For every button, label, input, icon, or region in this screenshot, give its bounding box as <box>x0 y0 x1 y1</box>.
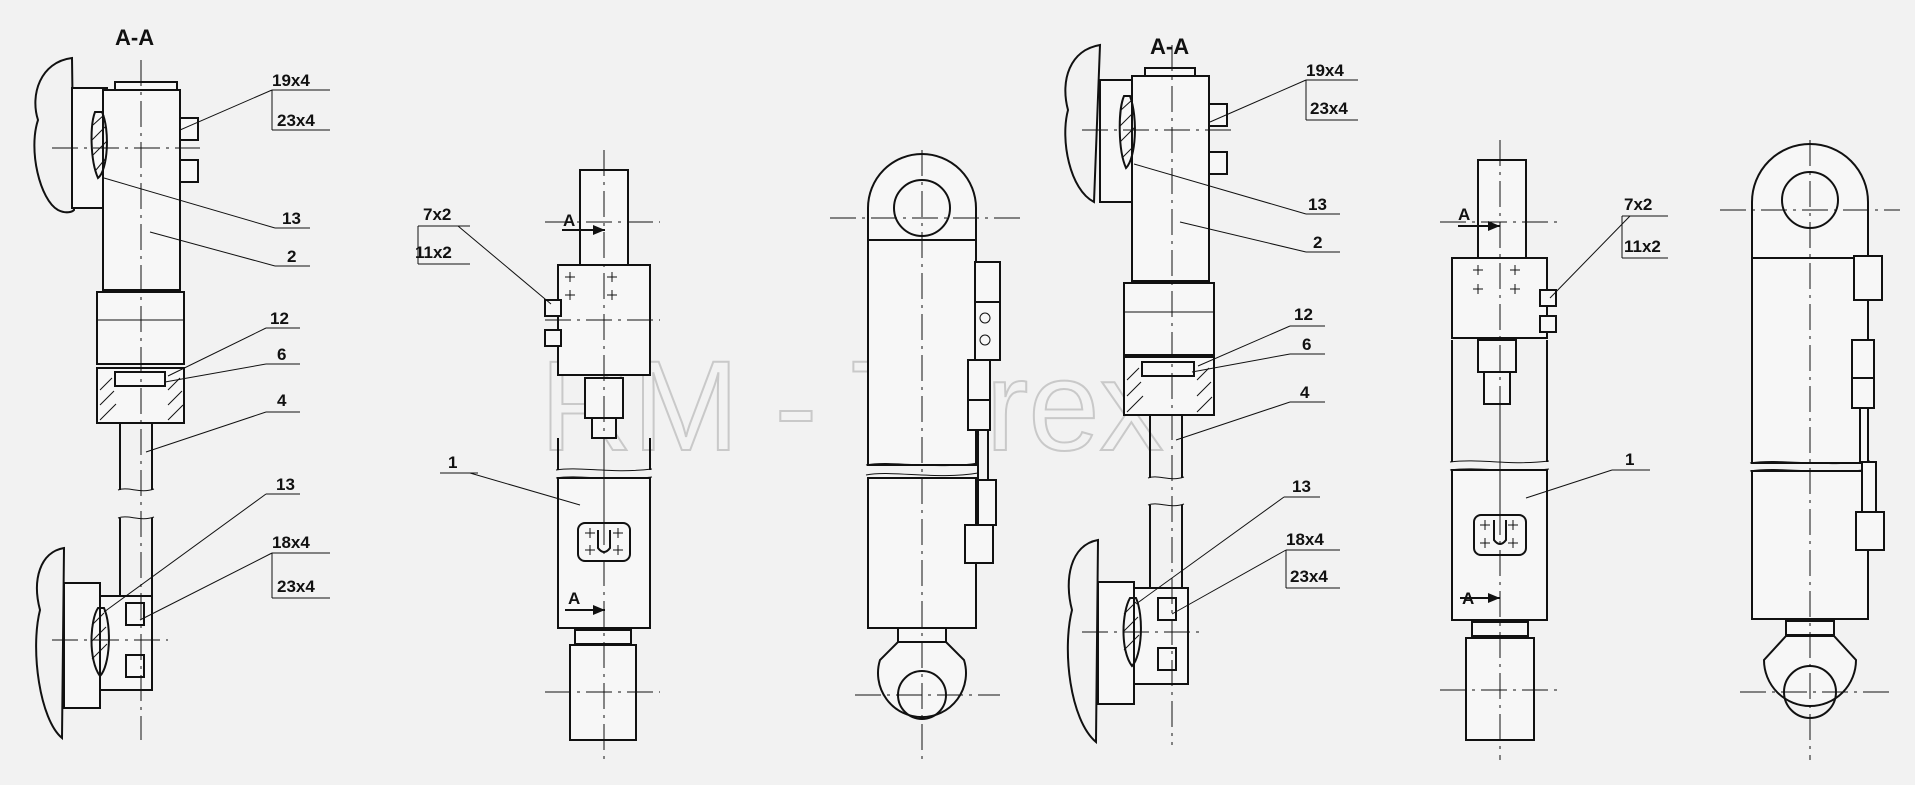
mount-plate-upper <box>1064 43 1102 204</box>
label-fastener-lower-alt: 23x4 <box>1290 567 1328 586</box>
cap-top <box>1144 67 1196 77</box>
label-item-13-lower: 13 <box>276 475 295 494</box>
piston-rod-upper <box>119 423 153 490</box>
bolt-upper-1 <box>179 117 199 141</box>
label-fastener: 7x2 <box>423 205 451 224</box>
label-fastener: 7x2 <box>1624 195 1652 214</box>
label-item-4: 4 <box>1300 383 1310 402</box>
mount-plate-lower <box>1066 538 1100 745</box>
section-mark-upper: A <box>563 211 575 230</box>
label-fastener: 19x4 <box>272 71 310 90</box>
seal-housing <box>1123 356 1215 416</box>
view-title: A-A <box>115 25 154 50</box>
label-fastener-alt: 11x2 <box>1624 237 1661 256</box>
rod-collar <box>574 629 632 645</box>
eye-bottom <box>1762 635 1858 707</box>
label-item-13: 13 <box>282 209 301 228</box>
label-item-1: 1 <box>448 453 457 472</box>
label-fastener-lower: 18x4 <box>1286 530 1324 549</box>
label-item-13: 13 <box>1308 195 1327 214</box>
bracket-upper <box>1099 79 1136 203</box>
view-left-section: A-A <box>33 25 330 741</box>
cylinder-tube-upper <box>1451 340 1548 462</box>
view-side-1: A A 7x2 11x2 1 <box>415 150 660 760</box>
cylinder-body-upper <box>1131 75 1210 282</box>
label-item-4: 4 <box>277 391 287 410</box>
label-item-6: 6 <box>277 345 286 364</box>
label-item-6: 6 <box>1302 335 1311 354</box>
label-fastener: 19x4 <box>1306 61 1344 80</box>
view-front-1 <box>830 150 1020 760</box>
eye-bottom <box>877 641 967 719</box>
label-fastener-alt: 23x4 <box>277 111 315 130</box>
label-item-2: 2 <box>287 247 296 266</box>
label-fastener-lower: 18x4 <box>272 533 310 552</box>
cap-top <box>114 81 178 91</box>
label-item-12: 12 <box>1294 305 1313 324</box>
rod-end-top <box>1477 159 1527 259</box>
label-fastener-alt: 23x4 <box>1310 99 1348 118</box>
pin-section-upper <box>90 111 108 180</box>
mount-plate-upper <box>33 56 76 214</box>
view-side-2: A A 7x2 11x2 1 <box>1440 140 1668 760</box>
label-fastener-alt: 11x2 <box>415 243 452 262</box>
cylinder-body-lower <box>1751 470 1869 620</box>
section-mark-lower: A <box>1462 589 1474 608</box>
label-item-1: 1 <box>1625 450 1634 469</box>
gland-nut <box>1123 282 1215 356</box>
piston-rod-lower <box>119 518 153 610</box>
bolt-upper-2 <box>179 159 199 183</box>
label-item-13-lower: 13 <box>1292 477 1311 496</box>
section-mark-lower: A <box>568 589 580 608</box>
gland <box>1477 339 1517 373</box>
section-mark-upper: A <box>1458 205 1470 224</box>
view-front-2 <box>1720 140 1900 760</box>
label-fastener-lower-alt: 23x4 <box>277 577 315 596</box>
label-item-2: 2 <box>1313 233 1322 252</box>
mount-plate-lower <box>35 546 66 741</box>
label-item-12: 12 <box>270 309 289 328</box>
bracket-lower <box>63 582 101 709</box>
view-right-section: A-A 19x4 23x4 <box>1064 34 1358 745</box>
cylinder-tube-upper <box>557 438 651 470</box>
view-title: A-A <box>1150 34 1189 59</box>
